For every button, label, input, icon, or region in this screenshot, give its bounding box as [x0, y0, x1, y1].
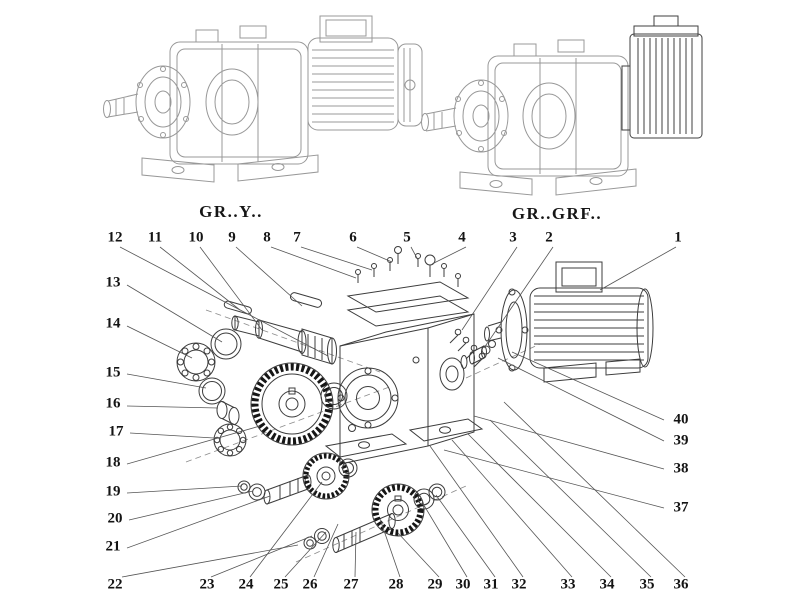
callout-5: 5 [403, 229, 411, 246]
callout-33: 33 [560, 576, 576, 593]
callout-21: 21 [105, 538, 121, 555]
input-shaft-parts [460, 345, 487, 369]
spacer-sleeve [216, 401, 240, 425]
callout-9: 9 [228, 229, 236, 246]
intermediate-gear [302, 452, 350, 500]
callout-24: 24 [238, 576, 254, 593]
callout-19: 19 [105, 483, 121, 500]
lower-shaft-rings [413, 483, 446, 510]
callout-6: 6 [349, 229, 357, 246]
callout-34: 34 [599, 576, 615, 593]
callout-40: 40 [673, 411, 689, 428]
callout-23: 23 [199, 576, 215, 593]
callout-7: 7 [293, 229, 301, 246]
callout-39: 39 [673, 432, 689, 449]
callout-25: 25 [273, 576, 289, 593]
motor [484, 261, 654, 383]
gear-housing [324, 313, 484, 465]
flange-bolts [449, 328, 496, 368]
callout-11: 11 [147, 229, 163, 246]
intermediate-pinion-shaft [263, 474, 312, 505]
callout-17: 17 [108, 423, 124, 440]
callout-32: 32 [511, 576, 527, 593]
housing-top-cover [346, 281, 470, 327]
variant-label-gr-grf: GR..GRF.. [511, 204, 603, 223]
intermediate-ring [338, 458, 358, 478]
callout-26: 26 [302, 576, 318, 593]
lower-shaft-washers [303, 528, 330, 550]
callout-27: 27 [343, 576, 359, 593]
ball-bearing-upper [176, 342, 216, 382]
callout-31: 31 [483, 576, 499, 593]
assembled-gearmotor-right-drawing [421, 39, 637, 196]
callout-12: 12 [107, 229, 123, 246]
callout-28: 28 [388, 576, 404, 593]
grf-finned-cover-drawing [621, 15, 703, 139]
callout-29: 29 [427, 576, 443, 593]
output-shaft [223, 292, 337, 365]
lower-pinion-shaft [332, 513, 396, 553]
callout-8: 8 [263, 229, 271, 246]
intermediate-washers [237, 480, 266, 501]
callout-4: 4 [458, 229, 466, 246]
exploded-view-drawing [176, 246, 654, 553]
callout-36: 36 [673, 576, 689, 593]
callout-2: 2 [545, 229, 553, 246]
callout-37: 37 [673, 499, 689, 516]
callout-15: 15 [105, 364, 121, 381]
callout-16: 16 [105, 395, 121, 412]
callout-13: 13 [105, 274, 121, 291]
variant-label-gr-y: GR..Y.. [199, 202, 263, 221]
ball-bearing-lower [213, 423, 247, 457]
callout-38: 38 [673, 460, 689, 477]
callout-10: 10 [188, 229, 204, 246]
callout-3: 3 [509, 229, 517, 246]
lower-gear [371, 483, 425, 537]
output-gear [250, 362, 334, 446]
leader-lines [119, 246, 686, 578]
oil-seal-ring [210, 328, 242, 360]
cover-bolts-and-plugs [355, 246, 461, 287]
callout-22: 22 [107, 576, 123, 593]
callout-1: 1 [674, 229, 682, 246]
callout-35: 35 [639, 576, 655, 593]
callout-18: 18 [105, 454, 121, 471]
gear-side-bearing-ring [320, 382, 348, 410]
assembled-gearmotor-left-drawing [103, 15, 423, 183]
callout-20: 20 [107, 510, 123, 527]
callout-30: 30 [455, 576, 471, 593]
callout-14: 14 [105, 315, 121, 332]
shim-ring [198, 377, 226, 405]
